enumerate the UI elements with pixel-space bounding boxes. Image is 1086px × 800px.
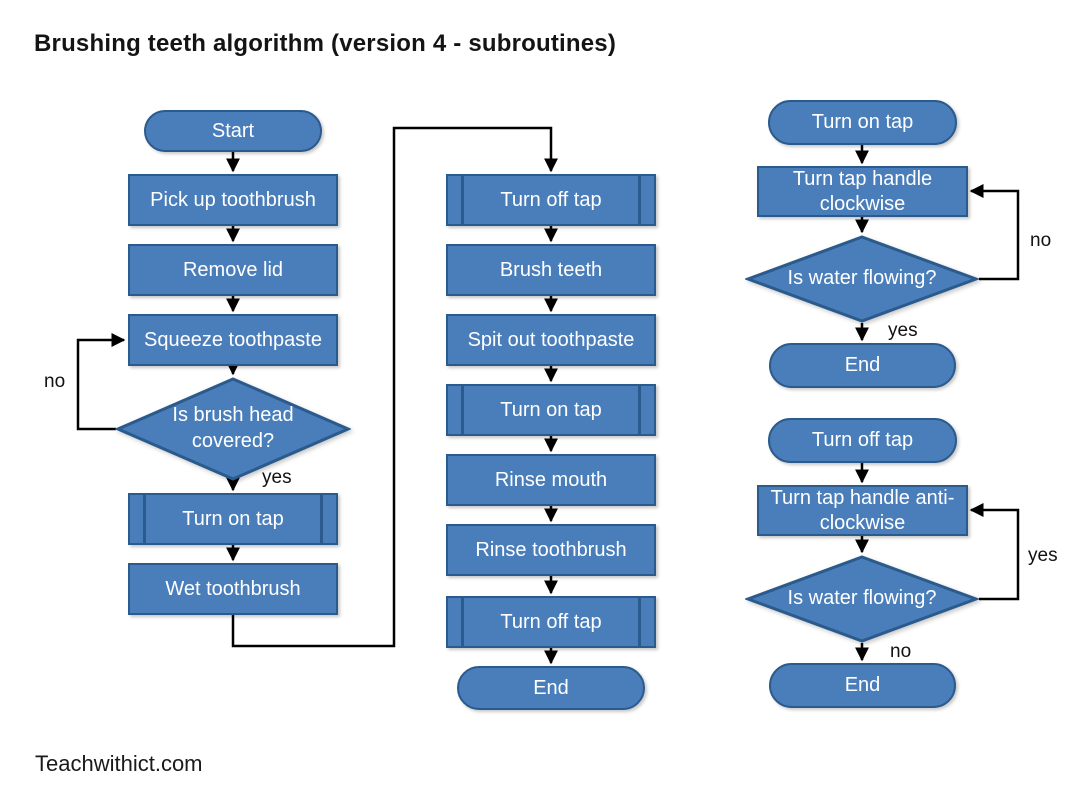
- node-turn-tap-handle-anticlockwise: Turn tap handle anti-clockwise: [757, 485, 968, 536]
- node-end-main: End: [457, 666, 645, 710]
- node-call-turn-on-tap-2: Turn on tap: [446, 384, 656, 436]
- node-suboff-start: Turn off tap: [768, 418, 957, 463]
- node-subon-start: Turn on tap: [768, 100, 957, 145]
- footer-website: Teachwithict.com: [35, 751, 203, 776]
- node-subon-end-label: End: [844, 354, 881, 377]
- node-call-turn-off-tap-1-label: Turn off tap: [500, 188, 602, 211]
- node-rinse-mouth: Rinse mouth: [446, 454, 656, 506]
- node-rinse-mouth-label: Rinse mouth: [494, 468, 608, 491]
- node-rinse-toothbrush: Rinse toothbrush: [446, 524, 656, 576]
- edge-label-no-main: no: [44, 371, 66, 392]
- edge-label-no-subon: no: [1030, 230, 1052, 251]
- node-decision-brush-head-covered: Is brush head covered?: [115, 377, 351, 481]
- node-brush-teeth: Brush teeth: [446, 244, 656, 296]
- node-wet-toothbrush-label: Wet toothbrush: [165, 577, 301, 600]
- node-squeeze-toothpaste-label: Squeeze toothpaste: [144, 328, 322, 351]
- node-call-turn-on-tap-2-label: Turn on tap: [500, 398, 602, 421]
- edge-label-no-suboff: no: [890, 641, 912, 662]
- node-suboff-end-label: End: [844, 674, 881, 697]
- node-rinse-toothbrush-label: Rinse toothbrush: [475, 538, 627, 561]
- node-turn-tap-handle-clockwise-label: Turn tap handle clockwise: [792, 168, 933, 215]
- node-decision-water-flowing-off-label: Is water flowing?: [787, 587, 937, 610]
- node-wet-toothbrush: Wet toothbrush: [128, 563, 338, 615]
- node-turn-tap-handle-anticlockwise-label: Turn tap handle anti-clockwise: [770, 487, 955, 534]
- node-call-turn-on-tap: Turn on tap: [128, 493, 338, 545]
- page-title: Brushing teeth algorithm (version 4 - su…: [34, 30, 617, 57]
- node-call-turn-on-tap-label: Turn on tap: [182, 507, 284, 530]
- edge-label-yes-suboff: yes: [1028, 545, 1058, 566]
- node-call-turn-off-tap-2: Turn off tap: [446, 596, 656, 648]
- edge-label-yes-main: yes: [262, 467, 292, 488]
- node-suboff-start-label: Turn off tap: [811, 429, 914, 452]
- node-suboff-end: End: [769, 663, 956, 708]
- node-call-turn-off-tap-1: Turn off tap: [446, 174, 656, 226]
- diamond-shape: [115, 377, 351, 481]
- node-decision-brush-head-covered-label: Is brush head covered?: [172, 404, 294, 452]
- node-end-main-label: End: [533, 676, 569, 699]
- node-brush-teeth-label: Brush teeth: [499, 258, 603, 281]
- node-turn-tap-handle-clockwise: Turn tap handle clockwise: [757, 166, 968, 217]
- node-spit-out-toothpaste: Spit out toothpaste: [446, 314, 656, 366]
- node-squeeze-toothpaste: Squeeze toothpaste: [128, 314, 338, 366]
- node-remove-lid: Remove lid: [128, 244, 338, 296]
- node-decision-water-flowing-off: Is water flowing?: [745, 555, 979, 643]
- node-remove-lid-label: Remove lid: [182, 258, 284, 281]
- node-pick-up-toothbrush-label: Pick up toothbrush: [150, 188, 316, 211]
- node-call-turn-off-tap-2-label: Turn off tap: [500, 610, 602, 633]
- node-start-label: Start: [211, 119, 255, 142]
- node-subon-end: End: [769, 343, 956, 388]
- diamond-shape: [745, 235, 979, 323]
- node-subon-start-label: Turn on tap: [811, 111, 914, 134]
- node-pick-up-toothbrush: Pick up toothbrush: [128, 174, 338, 226]
- edge-label-yes-subon: yes: [888, 320, 918, 341]
- node-start: Start: [144, 110, 322, 152]
- node-decision-water-flowing-on-label: Is water flowing?: [787, 267, 937, 290]
- node-spit-out-toothpaste-label: Spit out toothpaste: [467, 328, 635, 351]
- node-decision-water-flowing-on: Is water flowing?: [745, 235, 979, 323]
- diamond-shape: [745, 555, 979, 643]
